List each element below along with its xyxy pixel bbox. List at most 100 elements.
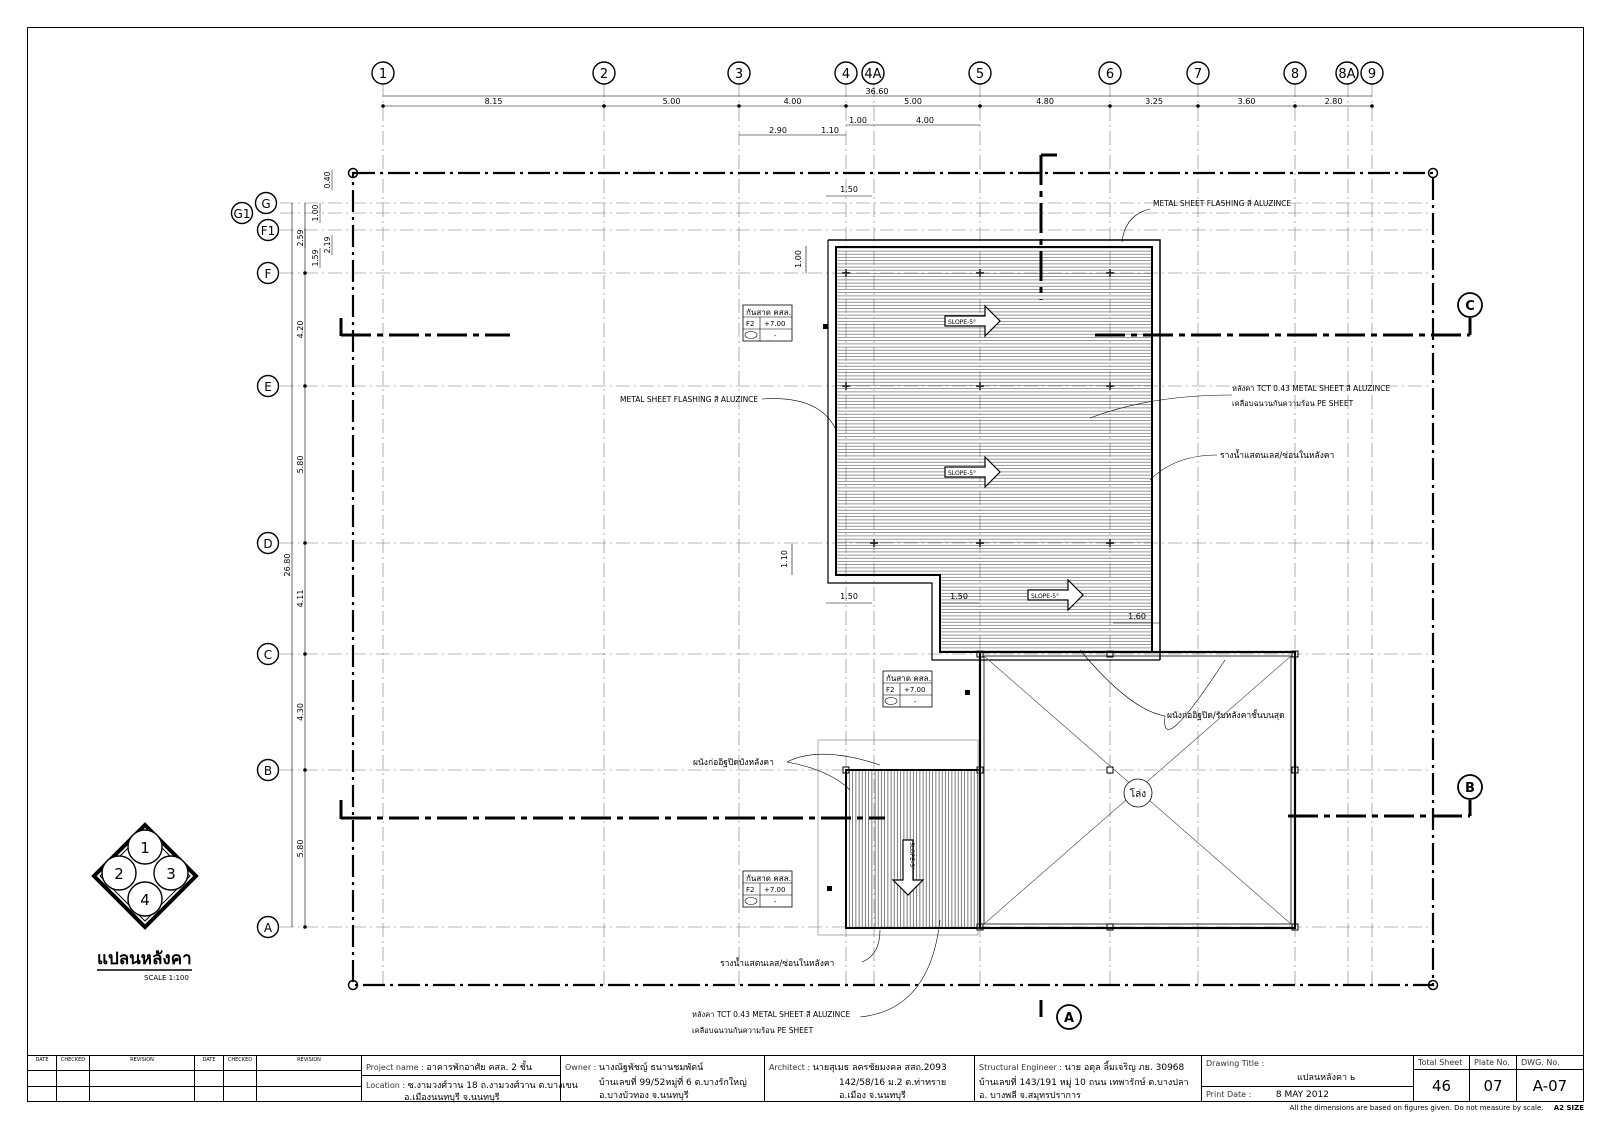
grid-bubble bbox=[256, 261, 280, 285]
note-gutter-right: รางน้ำแสตนเลส/ซ่อนในหลังคา bbox=[1220, 449, 1334, 461]
svg-text:1.10: 1.10 bbox=[780, 550, 789, 568]
drawing-title: แปลนหลังคา bbox=[97, 949, 192, 969]
annotations: METAL SHEET FLASHING สี ALUZINCE METAL S… bbox=[620, 199, 1390, 1035]
svg-text:1.50: 1.50 bbox=[840, 185, 858, 194]
boundary-corner bbox=[347, 167, 359, 179]
dim-text: 5.00 bbox=[904, 97, 922, 106]
grid-bubble-label: 4A bbox=[864, 67, 881, 82]
boundary-corner bbox=[1427, 979, 1439, 991]
location-label: Location : bbox=[366, 1081, 406, 1090]
svg-text:SLOPE-5°: SLOPE-5° bbox=[908, 842, 915, 870]
key-plan: 1 2 3 4 bbox=[91, 822, 199, 930]
svg-text:1.60: 1.60 bbox=[1128, 612, 1146, 621]
dim-tick bbox=[303, 925, 307, 929]
grid-bubble-label: 4 bbox=[842, 67, 850, 82]
grid-bubble bbox=[861, 61, 885, 85]
owner-line2: บ้านเลขที่ 99/52หมู่ที่ 6 ต.บางรักใหญ่ bbox=[599, 1078, 747, 1088]
grid-bubble-label: 1 bbox=[379, 67, 387, 82]
svg-text:C: C bbox=[1465, 299, 1475, 314]
architect-cell: Architect : นายสุเมธ ลครชัยมงคล สสถ.2093… bbox=[765, 1056, 975, 1101]
section-cut-c: C bbox=[339, 292, 1483, 337]
void-label: โล่ง bbox=[1130, 787, 1146, 800]
canopy-tag: กันสาด คสล. F2 +7.00 - bbox=[742, 870, 832, 908]
grid-bubble-label: B bbox=[264, 764, 272, 778]
grid-bubble-label: D bbox=[263, 537, 272, 551]
grid-bubble-label: E bbox=[264, 380, 272, 394]
dim-tick bbox=[737, 104, 741, 108]
dim-tick bbox=[1293, 104, 1297, 108]
slope-arrow-2: SLOPE-5° bbox=[944, 455, 1001, 489]
svg-text:2: 2 bbox=[114, 865, 124, 883]
dim-text: 8.15 bbox=[485, 97, 503, 106]
architect-name: นายสุเมธ ลครชัยมงคล สสถ.2093 bbox=[812, 1063, 947, 1073]
note-roof-bottom-1: หลังคา TCT 0.43 METAL SHEET สี ALUZINCE bbox=[692, 1010, 850, 1019]
dim-text: 4.11 bbox=[296, 590, 305, 608]
rev-header-checked: CHECKED bbox=[57, 1056, 90, 1071]
grid-bubble-label: 5 bbox=[976, 67, 984, 82]
dim-text: 3.25 bbox=[1145, 97, 1163, 106]
section-cut-a: A bbox=[1039, 153, 1082, 1030]
rev-header-revision: REVISION bbox=[130, 1057, 154, 1063]
grid-bubble bbox=[1335, 61, 1359, 85]
dim-text: 2.90 bbox=[769, 126, 787, 135]
svg-text:กันสาด คสล.: กันสาด คสล. bbox=[886, 674, 931, 683]
dim-text: 4.20 bbox=[296, 321, 305, 339]
dim-overall-text: 36.60 bbox=[866, 87, 889, 96]
grid-bubble bbox=[254, 191, 278, 215]
grid-bubble bbox=[230, 201, 254, 225]
engineer-line2: บ้านเลขที่ 143/191 หมู่ 10 ถนน เทพารักษ์… bbox=[979, 1078, 1189, 1088]
void-circle bbox=[1123, 778, 1153, 808]
grid-bubble-label: A bbox=[264, 921, 273, 935]
dim-tick bbox=[1196, 104, 1200, 108]
grid-bubble bbox=[1098, 61, 1122, 85]
dim-text: 2.59 bbox=[296, 229, 305, 246]
plate-label: Plate No. bbox=[1474, 1058, 1510, 1067]
grid-bubble bbox=[256, 915, 280, 939]
dwg-cell: DWG. No. A-07 bbox=[1517, 1056, 1583, 1101]
roof-parapet-inner bbox=[827, 240, 1160, 661]
plan-dimensions: 1.50 1.00 1.10 1.50 1.50 1.60 bbox=[780, 185, 1160, 624]
plate-value: 07 bbox=[1483, 1077, 1503, 1095]
grid-bubble-label: 3 bbox=[735, 67, 743, 82]
canopy-flashing-outline bbox=[817, 739, 979, 936]
grid-bubble-label: C bbox=[264, 648, 272, 662]
architect-line2: 142/58/16 ม.2 ต.ท่าทราย bbox=[839, 1078, 947, 1088]
svg-text:F2: F2 bbox=[886, 686, 894, 694]
svg-text:1.50: 1.50 bbox=[950, 592, 968, 601]
architect-label: Architect : bbox=[769, 1063, 811, 1072]
grid-bubble bbox=[256, 218, 280, 242]
column-post bbox=[1106, 766, 1114, 774]
dim-text: 5.80 bbox=[296, 456, 305, 474]
dim-text: 4.80 bbox=[1036, 97, 1054, 106]
dim-overall-text: 26.80 bbox=[283, 554, 292, 577]
upper-room-inner bbox=[983, 655, 1292, 925]
roof-boundary bbox=[351, 171, 1435, 987]
engineer-cell: Structural Engineer : นาย อตุล ลิ้มเจริญ… bbox=[975, 1056, 1202, 1101]
note-flashing-top: METAL SHEET FLASHING สี ALUZINCE bbox=[1153, 199, 1291, 208]
section-cut-b: B bbox=[339, 774, 1483, 820]
canopy-tag: กันสาด คสล. F2 +7.00 - bbox=[882, 670, 970, 708]
rev-header-date: DATE bbox=[195, 1056, 224, 1071]
total-sheet-value: 46 bbox=[1431, 1077, 1452, 1095]
grid-bubble bbox=[1186, 61, 1210, 85]
svg-text:4: 4 bbox=[140, 891, 150, 909]
grid-bubble bbox=[256, 758, 280, 782]
rev-header-date: DATE bbox=[28, 1056, 57, 1071]
print-date-label: Print Date : bbox=[1206, 1090, 1252, 1099]
dim-tick bbox=[303, 541, 307, 545]
svg-text:3: 3 bbox=[166, 865, 176, 883]
grid-bubble-label: F1 bbox=[261, 224, 276, 238]
grid-bubble-label: 7 bbox=[1194, 67, 1202, 82]
grid-bubble bbox=[968, 61, 992, 85]
dim-text: 1.00 bbox=[311, 204, 320, 221]
note-flashing-left: METAL SHEET FLASHING สี ALUZINCE bbox=[620, 395, 758, 404]
dim-text: 3.60 bbox=[1238, 97, 1256, 106]
dim-text: 4.00 bbox=[784, 97, 802, 106]
drawing-title-value: แปลนหลังคา ь bbox=[1297, 1073, 1356, 1083]
svg-text:F2: F2 bbox=[746, 320, 754, 328]
grid-bubble-label: F bbox=[265, 267, 272, 281]
dim-text: 4.30 bbox=[296, 703, 305, 721]
svg-text:B: B bbox=[1465, 781, 1475, 796]
